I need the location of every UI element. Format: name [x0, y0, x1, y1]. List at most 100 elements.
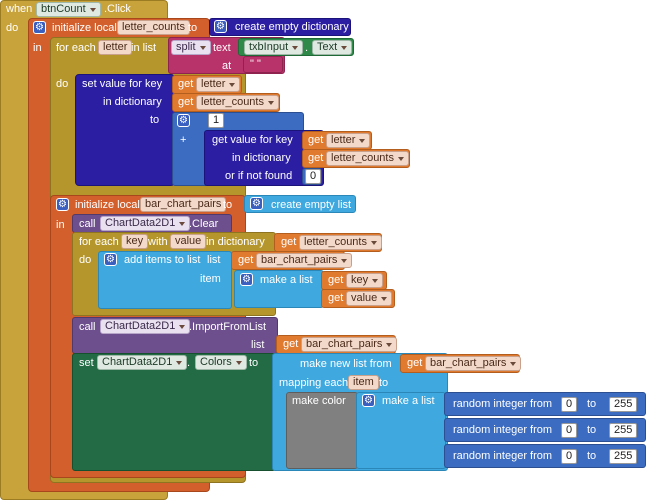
- random-to-number[interactable]: 255: [609, 449, 638, 464]
- letter-counts-var-dropdown[interactable]: letter_counts: [299, 235, 382, 250]
- letter-counts-var-dropdown[interactable]: letter_counts: [196, 95, 279, 110]
- random-to-number[interactable]: 255: [609, 397, 638, 412]
- create-empty-dictionary-label: create empty dictionary: [235, 21, 349, 33]
- set-value-for-key-block[interactable]: [75, 74, 175, 186]
- or-if-not-found-label: or if not found: [225, 170, 293, 182]
- random-from-number[interactable]: 0: [561, 449, 578, 464]
- text-property-dropdown[interactable]: Text: [312, 40, 353, 55]
- var-key-field[interactable]: key: [121, 234, 149, 249]
- get-label: get: [407, 357, 423, 369]
- gear-icon[interactable]: ⚙: [33, 21, 46, 34]
- to-label: to: [223, 199, 233, 211]
- make-new-list-from-label: make new list from: [300, 358, 392, 370]
- split-dropdown[interactable]: split: [171, 40, 211, 55]
- random-to-number[interactable]: 255: [609, 423, 638, 438]
- to-label: to: [188, 22, 198, 34]
- set-value-for-key-label: set value for key: [82, 78, 163, 90]
- letter-var-dropdown[interactable]: letter: [326, 133, 371, 148]
- set-chartdata2d1-colors-block[interactable]: [72, 353, 276, 471]
- list-label: list: [251, 339, 265, 351]
- for-each-label: for each: [79, 236, 119, 248]
- initialize-local-label: initialize local: [75, 199, 140, 211]
- add-items-to-list-block[interactable]: [98, 251, 232, 309]
- chartdata2d1-dropdown[interactable]: ChartData2D1: [97, 355, 188, 370]
- gear-icon[interactable]: ⚙: [56, 198, 69, 211]
- bar-chart-pairs-var-dropdown[interactable]: bar_chart_pairs: [425, 356, 522, 371]
- create-empty-list-label: create empty list: [271, 199, 352, 211]
- in-dictionary-label: in dictionary: [103, 96, 162, 108]
- make-a-list-label: make a list: [382, 395, 435, 407]
- get-label: get: [308, 152, 324, 164]
- clear-method-label: .Clear: [189, 218, 219, 230]
- item-label: item: [200, 273, 221, 285]
- letter-var-dropdown[interactable]: letter: [196, 77, 241, 92]
- random-to-label: to: [587, 450, 597, 462]
- dot-label: .: [187, 357, 191, 369]
- initialize-local-label: initialize local: [52, 22, 117, 34]
- random-integer-from-label: random integer from: [453, 450, 553, 462]
- call-label: call: [79, 321, 96, 333]
- event-name-label: .Click: [104, 3, 131, 15]
- var-letter-counts-field[interactable]: letter_counts: [117, 20, 190, 35]
- random-integer-from-label: random integer from: [453, 424, 553, 436]
- gear-icon[interactable]: ⚙: [214, 20, 227, 33]
- in-dictionary-label: in dictionary: [206, 236, 265, 248]
- gear-icon[interactable]: ⚙: [177, 114, 190, 127]
- get-label: get: [283, 338, 299, 350]
- do-label: do: [56, 78, 69, 90]
- chartdata2d1-dropdown[interactable]: ChartData2D1: [100, 216, 191, 231]
- for-each-label: for each: [56, 42, 96, 54]
- get-label: get: [308, 134, 324, 146]
- gear-icon[interactable]: ⚙: [250, 197, 263, 210]
- var-item-field[interactable]: item: [348, 375, 379, 390]
- number-one[interactable]: 1: [208, 113, 225, 128]
- list-label: list: [207, 254, 221, 266]
- get-label: get: [178, 78, 194, 90]
- with-label: with: [148, 236, 168, 248]
- gear-icon[interactable]: ⚙: [362, 394, 375, 407]
- get-label: get: [328, 274, 344, 286]
- gear-icon[interactable]: ⚙: [104, 253, 117, 266]
- importfromlist-method-label: .ImportFromList: [189, 321, 267, 333]
- key-var-dropdown[interactable]: key: [346, 273, 384, 288]
- mapping-each-label: mapping each: [279, 377, 349, 389]
- plus-label: +: [180, 134, 187, 146]
- var-value-field[interactable]: value: [170, 234, 207, 249]
- letter-counts-var-dropdown[interactable]: letter_counts: [326, 151, 409, 166]
- random-from-number[interactable]: 0: [561, 423, 578, 438]
- to-label: to: [379, 377, 389, 389]
- colors-property-dropdown[interactable]: Colors: [195, 355, 247, 370]
- add-items-to-list-label: add items to list: [124, 254, 201, 266]
- var-bar-chart-pairs-field[interactable]: bar_chart_pairs: [140, 197, 227, 212]
- create-empty-list-block[interactable]: [244, 195, 356, 213]
- make-a-list-label: make a list: [260, 274, 313, 286]
- random-to-label: to: [587, 398, 597, 410]
- get-label: get: [178, 96, 194, 108]
- value-var-dropdown[interactable]: value: [346, 291, 393, 306]
- create-empty-dictionary-block[interactable]: [209, 18, 351, 36]
- get-label: get: [238, 254, 254, 266]
- bar-chart-pairs-var-dropdown[interactable]: bar_chart_pairs: [301, 337, 398, 352]
- get-value-for-key-label: get value for key: [212, 134, 293, 146]
- at-label: at: [222, 60, 232, 72]
- get-label: get: [281, 236, 297, 248]
- number-zero[interactable]: 0: [305, 169, 322, 184]
- make-color-block[interactable]: [286, 392, 358, 469]
- txbinput-dropdown[interactable]: txbInput: [244, 40, 304, 55]
- random-to-label: to: [587, 424, 597, 436]
- bar-chart-pairs-var-dropdown[interactable]: bar_chart_pairs: [256, 253, 353, 268]
- get-label: get: [328, 292, 344, 304]
- in-list-label: in list: [131, 42, 157, 54]
- separator-text[interactable]: " ": [250, 58, 261, 70]
- in-label: in: [33, 42, 42, 54]
- random-from-number[interactable]: 0: [561, 397, 578, 412]
- var-letter-field[interactable]: letter: [98, 40, 133, 55]
- separator-text-block[interactable]: [243, 56, 283, 73]
- in-dictionary-label: in dictionary: [232, 152, 291, 164]
- in-label: in: [56, 219, 65, 231]
- chartdata2d1-dropdown[interactable]: ChartData2D1: [100, 319, 191, 334]
- do-label: do: [79, 254, 92, 266]
- gear-icon[interactable]: ⚙: [240, 273, 253, 286]
- dot-label: .: [305, 42, 309, 54]
- btncount-dropdown[interactable]: btnCount: [36, 2, 101, 17]
